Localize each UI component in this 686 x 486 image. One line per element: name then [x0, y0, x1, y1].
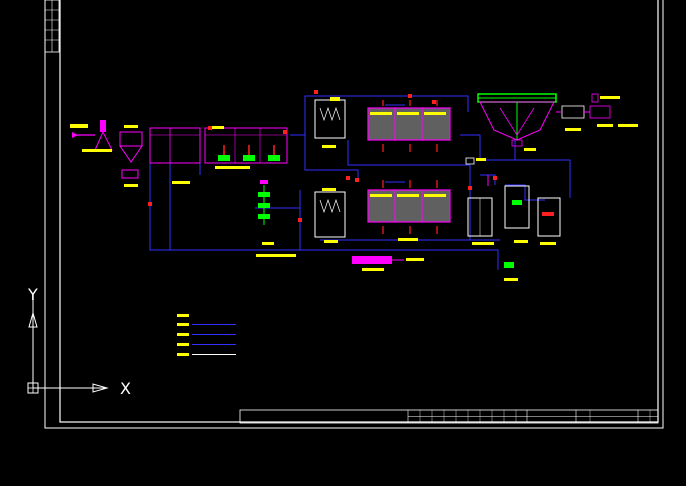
- hydrolysis-pumps: [218, 145, 280, 161]
- legend: [177, 314, 236, 356]
- bar-screen: [82, 120, 113, 152]
- legend-title-block: [177, 314, 189, 317]
- hydrolysis-tank: [204, 126, 288, 169]
- legend-item: [177, 353, 236, 356]
- ucs-icon: Y X: [27, 285, 131, 398]
- binding-strip: [44, 0, 60, 53]
- inlet-label-block: [70, 124, 88, 128]
- aeration-valves-1: [382, 100, 438, 152]
- sludge-dewatering: [352, 256, 424, 271]
- ucs-x-arrow: [92, 383, 109, 393]
- filter-tank: [504, 185, 530, 243]
- sump: [121, 169, 139, 179]
- pipe-valves: [148, 90, 497, 222]
- title-block: [239, 409, 659, 424]
- outfall: [556, 93, 638, 131]
- contact-tank-1: [314, 97, 346, 148]
- legend-item: [177, 323, 236, 326]
- sludge-thickener: [465, 157, 494, 245]
- title-block-cells: [419, 410, 651, 423]
- aeration-valves-2: [382, 180, 438, 234]
- screen-machine-icon: [100, 120, 106, 132]
- drawing-frame: [44, 0, 664, 429]
- chemical-dosing: [256, 180, 296, 257]
- contact-tank-2: [314, 188, 346, 243]
- sludge-pump: [487, 175, 518, 281]
- legend-item: [177, 343, 236, 346]
- ucs-y-arrow: [28, 311, 38, 328]
- equalization-tank: [149, 127, 201, 184]
- aeration-tank-2: [367, 180, 451, 241]
- grit-chamber: [119, 125, 143, 187]
- clear-water-tank: [537, 197, 561, 245]
- legend-item: [177, 333, 236, 336]
- aeration-tank-1: [367, 100, 451, 152]
- secondary-clarifier: [477, 93, 557, 151]
- ucs-y-label: Y: [27, 285, 38, 304]
- inlet: [70, 124, 95, 138]
- ucs-x-label: X: [120, 379, 131, 398]
